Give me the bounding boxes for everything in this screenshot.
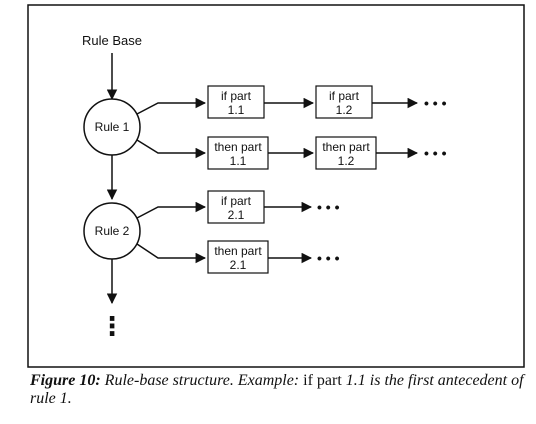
if-part-1-1-box [207,85,265,119]
then-part-2-1-box [207,240,269,274]
caption-text-c: 1.1 is the first antecedent of rule 1. [30,372,524,407]
if-part-1-1-label: if part [221,89,252,103]
figure-caption: Figure 10: Rule-base structure. Example:… [30,372,530,408]
more-rules-ellipsis: ⋮ [99,311,125,341]
then-part-1-2-box [315,136,377,170]
caption-text-b: if part [303,372,342,389]
then-part-1-1-label: then part [214,140,262,154]
rule-1-if-branch [136,97,207,115]
if-part-1-1-number: 1.1 [228,103,245,117]
rule-1-label: Rule 1 [95,120,130,134]
rule-2-if-branch [136,201,207,219]
then-part-1-2-label: then part [322,140,370,154]
rule-1-then-branch [136,139,207,159]
then-row-1-ellipsis: • • • [424,145,447,161]
if-part-2-1-label: if part [221,194,252,208]
if-part-1-2-number: 1.2 [336,103,353,117]
if-part-2-1-box [207,190,265,224]
rule-2-label: Rule 2 [95,224,130,238]
figure-number: Figure 10: [30,372,101,389]
figure-frame [27,4,525,368]
rule-base-label: Rule Base [82,33,142,48]
if-row-2-ellipsis: • • • [317,199,340,215]
if-part-1-2-box [315,85,373,119]
then-row-2-ellipsis: • • • [317,250,340,266]
then-part-1-2-number: 1.2 [338,154,355,168]
then-part-2-1-label: then part [214,244,262,258]
caption-text-a: Rule-base structure. Example: [104,372,300,389]
if-part-1-2-label: if part [329,89,360,103]
rule-2-then-branch [136,243,207,264]
if-row-1-ellipsis: • • • [424,95,447,111]
then-part-2-1-number: 2.1 [230,258,247,272]
then-part-1-1-number: 1.1 [230,154,247,168]
if-part-2-1-number: 2.1 [228,208,245,222]
